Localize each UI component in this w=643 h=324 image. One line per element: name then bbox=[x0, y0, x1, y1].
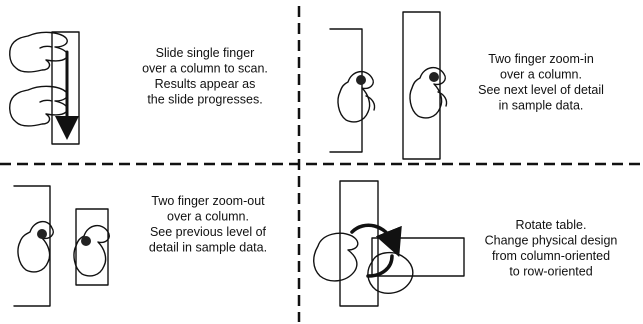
column-bracket-left bbox=[329, 28, 363, 153]
column-bracket-left bbox=[13, 185, 51, 307]
caption-line: detail in sample data. bbox=[149, 241, 267, 255]
caption-line: Two finger zoom-out bbox=[151, 194, 265, 208]
row-outline-horizontal bbox=[371, 237, 465, 277]
caption-line: in sample data. bbox=[499, 99, 584, 113]
caption-line: Change physical design bbox=[485, 234, 618, 248]
caption-line: over a column. bbox=[167, 210, 249, 224]
column-outline-tall bbox=[402, 11, 441, 160]
hand-bottom bbox=[9, 85, 68, 127]
caption-line: over a column. bbox=[500, 68, 582, 82]
caption-scan: Slide single finger over a column to scan… bbox=[142, 46, 268, 107]
rotate-arrow bbox=[350, 223, 402, 257]
rotate-table-icon bbox=[313, 180, 465, 307]
hand-top bbox=[9, 31, 68, 73]
caption-line: Two finger zoom-in bbox=[488, 52, 594, 66]
hand-a bbox=[17, 221, 54, 273]
two-finger-zoom-in-icon bbox=[329, 11, 448, 160]
caption-line: See next level of detail bbox=[478, 83, 604, 97]
caption-line: Slide single finger bbox=[156, 46, 255, 60]
caption-line: to row-oriented bbox=[509, 265, 592, 279]
caption-zoom-out: Two finger zoom-out over a column.See pre… bbox=[149, 194, 267, 255]
hand-a bbox=[337, 71, 374, 123]
caption-line: from column-oriented bbox=[492, 249, 610, 263]
hand-b bbox=[73, 225, 110, 277]
column-outline bbox=[51, 31, 80, 145]
two-finger-zoom-out-icon bbox=[13, 185, 110, 307]
caption-line: Rotate table. bbox=[516, 218, 587, 232]
hand-b bbox=[409, 67, 446, 119]
hand-slide-down-icon bbox=[9, 31, 80, 145]
caption-line: See previous level of bbox=[150, 225, 267, 239]
hand-left bbox=[313, 232, 359, 282]
caption-line: the slide progresses. bbox=[147, 93, 262, 107]
caption-zoom-in: Two finger zoom-in over a column.See next… bbox=[478, 52, 604, 113]
caption-line: Results appear as bbox=[155, 77, 256, 91]
caption-line: over a column to scan. bbox=[142, 62, 268, 76]
